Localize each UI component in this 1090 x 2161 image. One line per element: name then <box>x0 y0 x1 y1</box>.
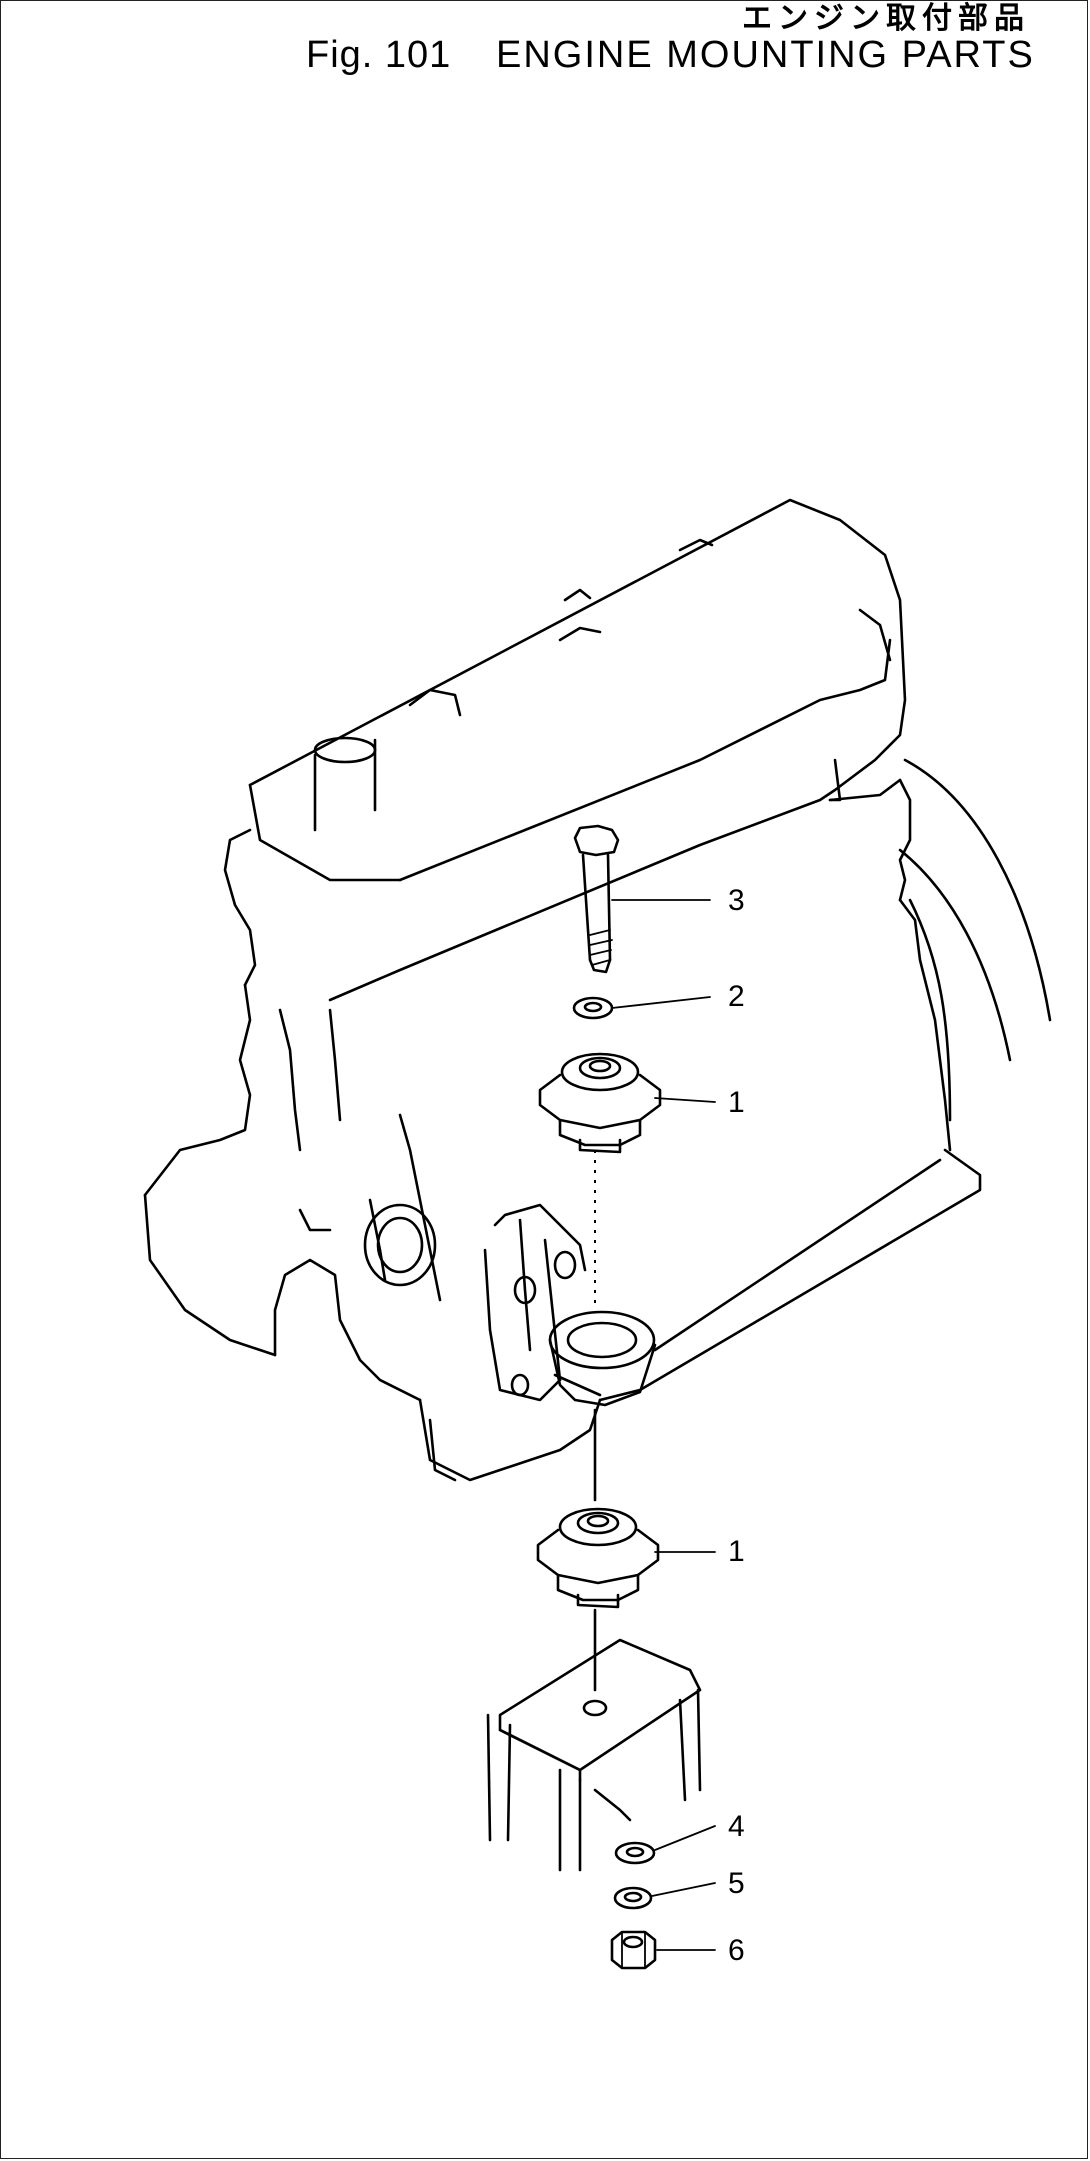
washer-part-2 <box>572 996 614 1020</box>
callout-4: 4 <box>728 1810 745 1843</box>
figure-number: Fig. 101 <box>306 34 452 76</box>
rubber-mount-part-1-lower <box>536 1507 660 1609</box>
frame-bracket <box>486 1638 702 1872</box>
figure-title: ENGINE MOUNTING PARTS <box>496 34 1035 76</box>
callout-3: 3 <box>728 884 745 917</box>
callout-5: 5 <box>728 1867 745 1900</box>
callout-6: 6 <box>728 1934 745 1967</box>
callout-leaders <box>611 899 716 1951</box>
callout-2: 2 <box>728 980 745 1013</box>
mounting-bracket <box>483 1203 657 1407</box>
engine-block <box>143 498 982 1482</box>
bolt-part-3 <box>573 824 620 974</box>
spring-washer-part-5 <box>613 1886 653 1910</box>
callout-1-upper: 1 <box>728 1086 745 1119</box>
nut-part-6 <box>610 1930 657 1970</box>
wire-harness <box>898 758 1052 1122</box>
washer-part-4 <box>614 1841 656 1865</box>
rubber-mount-part-1-upper <box>538 1052 662 1154</box>
callout-1-lower: 1 <box>728 1535 745 1568</box>
figure-title-japanese: エンジン取付部品 <box>742 1 1030 36</box>
